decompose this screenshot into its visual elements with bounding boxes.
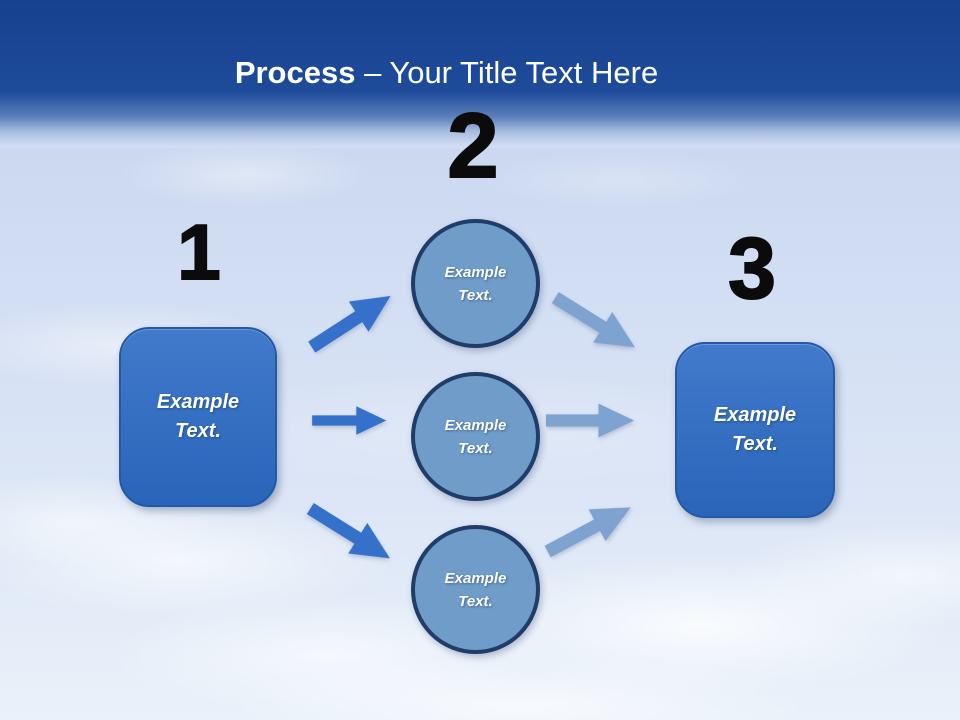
step-number-2: 2: [446, 95, 499, 197]
arrow-step1-to-circle-bottom-icon: [306, 503, 391, 559]
step2-circle-bottom: Example Text.: [411, 525, 540, 654]
step-number-3: 3: [727, 221, 777, 317]
arrow-shape: [312, 406, 387, 435]
arrow-shape: [546, 403, 635, 438]
arrow-shape: [551, 292, 636, 348]
step2-circle-bottom-label: Example Text.: [444, 569, 507, 610]
step2-circle-top-label: Example Text.: [444, 263, 507, 304]
step2-circle-middle: Example Text.: [411, 372, 540, 501]
arrow-circle-middle-to-step3-icon: [546, 403, 635, 438]
arrow-circle-top-to-step3-icon: [551, 292, 636, 348]
slide-title: Process – Your Title Text Here: [0, 56, 893, 90]
arrow-step1-to-circle-top-icon: [308, 295, 391, 353]
step-number-1: 1: [176, 208, 221, 296]
step1-box: Example Text.: [119, 327, 277, 507]
step3-box-label: Example Text.: [713, 404, 797, 455]
arrow-shape: [544, 507, 631, 558]
step2-circle-top: Example Text.: [411, 219, 540, 348]
title-keyword: Process: [234, 55, 356, 90]
title-subtitle: – Your Title Text Here: [364, 55, 659, 90]
arrow-circle-bottom-to-step3-icon: [544, 507, 631, 558]
step1-box-label: Example Text.: [156, 391, 240, 442]
step3-box: Example Text.: [675, 342, 835, 518]
title-banner: Process – Your Title Text Here: [0, 0, 960, 148]
arrow-shape: [308, 295, 391, 353]
step2-circle-middle-label: Example Text.: [444, 416, 507, 457]
arrow-step1-to-circle-middle-icon: [312, 406, 387, 435]
arrow-shape: [306, 503, 391, 559]
